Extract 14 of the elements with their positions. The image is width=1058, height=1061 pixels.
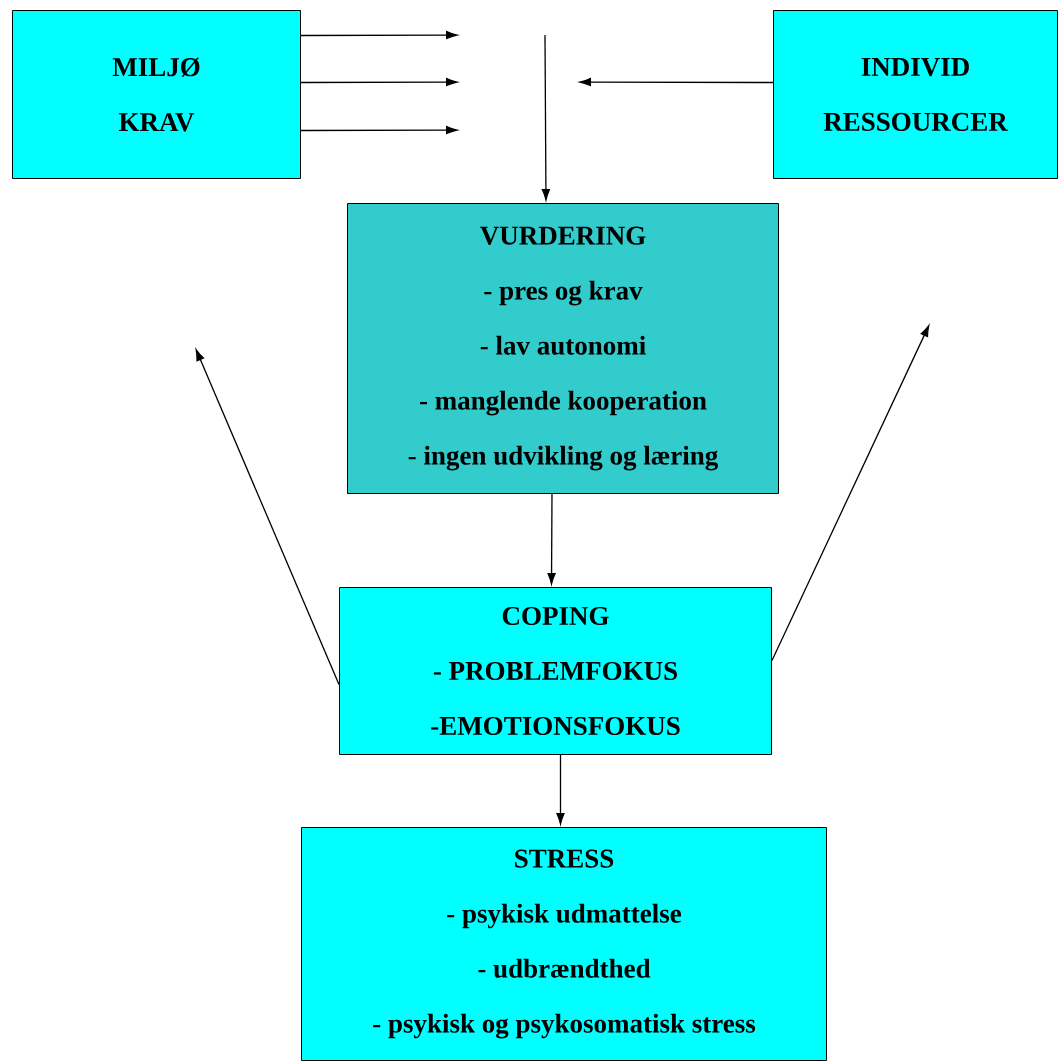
text-box: STRESS - psykisk udmattelse - udbrændthed - psykisk og psykosomatisk stress [301, 827, 827, 1061]
arrow [547, 493, 556, 585]
arrow [541, 34, 550, 201]
arrow [300, 30, 458, 40]
arrow [300, 125, 458, 135]
arrow [195, 349, 340, 686]
arrow [579, 77, 774, 87]
arrow [556, 754, 565, 825]
text-box: INDIVID RESSOURCER [773, 10, 1058, 179]
arrow [771, 325, 930, 662]
text-box: COPING - PROBLEMFOKUS -EMOTIONSFOKUS [339, 587, 772, 755]
text-box: MILJØ KRAV [12, 10, 301, 179]
text-box: VURDERING - pres og krav - lav autonomi - manglende kooperation - ingen udvikling og læring [347, 203, 779, 494]
arrow [300, 77, 458, 87]
